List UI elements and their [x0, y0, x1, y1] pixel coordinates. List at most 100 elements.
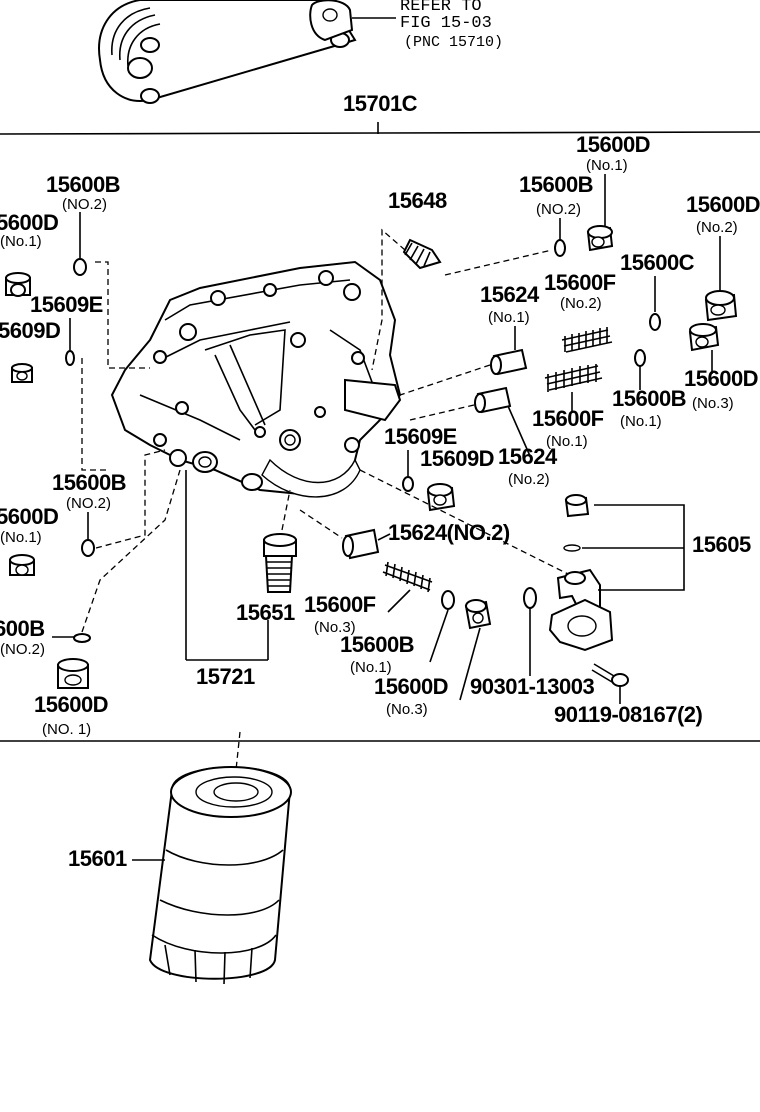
union-bolt-15651 — [263, 533, 297, 593]
label-15600D-left-1: 5600D — [0, 210, 58, 235]
label-15600B-bottom-left: 600B — [0, 616, 45, 641]
union-15605 — [548, 494, 614, 652]
gasket-15609E-m — [402, 476, 414, 492]
label-90301-13003: 90301-13003 — [470, 674, 594, 699]
oil-cooler-drawing — [98, 0, 357, 104]
label-15600F-no3-sub: (No.3) — [314, 619, 356, 636]
plug-15600D-l1 — [5, 272, 31, 297]
leader-15624-no2-lower — [377, 533, 391, 541]
dash-filter — [235, 731, 241, 771]
label-15600B-bottom-1: 15600B — [340, 632, 414, 657]
gasket-15609E-l — [65, 350, 75, 366]
leader-15600D-b3 — [459, 627, 481, 701]
label-15624-no2-upper: 15624 — [498, 444, 558, 469]
label-15609E-mid: 15609E — [384, 424, 457, 449]
dash-15600B-tr — [444, 249, 553, 276]
leader-15600B-b1 — [429, 609, 449, 663]
label-15600D-bottom-3: 15600D — [374, 674, 448, 699]
label-15600B-top-right: 15600B — [519, 172, 593, 197]
label-15600F-no1: 15600F — [532, 406, 604, 431]
plug-15600D-r2 — [704, 290, 738, 322]
valve-15624-no1 — [490, 348, 528, 376]
valve-15624-no2-lower — [342, 528, 380, 560]
leader-15600F-no3 — [387, 589, 411, 613]
spring-15600F-no2 — [561, 327, 613, 353]
dash-15651 — [281, 489, 291, 531]
label-15600B-top-left-sub: (NO.2) — [62, 196, 107, 213]
label-15651: 15651 — [236, 600, 295, 625]
dash-lower — [359, 469, 571, 576]
plug-15600D-l2 — [9, 554, 35, 576]
label-15600D-left-2: 5600D — [0, 504, 58, 529]
gasket-15600B-r1 — [634, 349, 646, 367]
label-15600C: 15600C — [620, 250, 695, 275]
spring-15600F-no1 — [544, 364, 603, 392]
label-15648: 15648 — [388, 188, 447, 213]
gasket-90301 — [523, 587, 537, 609]
label-15600F-no3: 15600F — [304, 592, 376, 617]
refer-line3: (PNC 15710) — [404, 34, 503, 51]
filter-bracket-body — [110, 260, 402, 498]
label-15600F-no1-sub: (No.1) — [546, 433, 588, 450]
label-15600D-left-1-sub: (No.1) — [0, 233, 42, 250]
label-15600D-bottom-left-sub: (NO. 1) — [42, 721, 91, 738]
gasket-15600B-bl — [73, 633, 91, 643]
oil-filter-15601 — [148, 766, 292, 985]
label-15609E-left: 15609E — [30, 292, 103, 317]
refer-line1: REFER TO — [400, 0, 482, 16]
label-15721: 15721 — [196, 664, 255, 689]
label-15624-no2-lower: 15624(NO.2) — [388, 520, 510, 545]
label-15624-no1-sub: (No.1) — [488, 309, 530, 326]
label-15600D-bottom-3-sub: (No.3) — [386, 701, 428, 718]
label-15600F-no2-sub: (No.2) — [560, 295, 602, 312]
gasket-15600B-tr — [554, 239, 566, 257]
dash-tl — [95, 261, 150, 369]
label-15600B-top-right-sub: (NO.2) — [536, 201, 581, 218]
dash-15624-no2 — [409, 404, 475, 421]
spring-15600F-no3 — [382, 561, 433, 593]
label-15609D-left: 5609D — [0, 318, 60, 343]
label-15600B-bottom-1-sub: (No.1) — [350, 659, 392, 676]
dash-15624-no2-lower — [299, 509, 343, 539]
plug-15609D-l — [11, 363, 33, 383]
gasket-15600B-ml — [81, 539, 95, 557]
label-15600D-right-2-sub: (No.2) — [696, 219, 738, 236]
label-15600B-mid-left: 15600B — [52, 470, 126, 495]
label-15600D-right-3: 15600D — [684, 366, 758, 391]
plug-15600D-bl — [57, 658, 89, 689]
plug-15609D-m — [426, 483, 456, 512]
valve-15648 — [402, 238, 442, 270]
label-15609D-mid: 15609D — [420, 446, 494, 471]
label-15601: 15601 — [68, 846, 127, 871]
gasket-15600C — [649, 313, 661, 331]
dash-ml2 — [95, 449, 166, 549]
leader-15624-no2-upper — [507, 405, 531, 457]
dash-15648 — [371, 228, 406, 371]
label-15600D-top-sub: (No.1) — [586, 157, 628, 174]
dash-15624-no1 — [399, 364, 491, 396]
label-15600B-top-left: 15600B — [46, 172, 120, 197]
label-15624-no1: 15624 — [480, 282, 540, 307]
label-15605: 15605 — [692, 532, 751, 557]
label-15600D-right-2: 15600D — [686, 192, 760, 217]
label-15600B-right-1-sub: (No.1) — [620, 413, 662, 430]
gasket-15600B-b1 — [441, 590, 455, 610]
label-15624-no2-upper-sub: (No.2) — [508, 471, 550, 488]
bolt-90119 — [591, 663, 629, 687]
label-15600D-bottom-left: 15600D — [34, 692, 108, 717]
refer-line2: FIG 15-03 — [400, 14, 492, 33]
plug-15600D-b3 — [464, 599, 492, 630]
gasket-15600B-tl — [73, 258, 87, 276]
label-15701C: 15701C — [343, 91, 418, 116]
label-90119-08167: 90119-08167(2) — [554, 702, 703, 727]
label-15600D-right-3-sub: (No.3) — [692, 395, 734, 412]
valve-15624-no2-upper — [474, 386, 512, 414]
label-15600F-no2: 15600F — [544, 270, 616, 295]
label-15600B-mid-left-sub: (NO.2) — [66, 495, 111, 512]
dash-ml — [81, 358, 108, 471]
plug-15600D-r3 — [688, 323, 720, 352]
label-15600B-bottom-left-sub: (NO.2) — [0, 641, 45, 658]
plug-15600D-top — [586, 225, 614, 252]
group-bracket-top — [0, 131, 760, 135]
